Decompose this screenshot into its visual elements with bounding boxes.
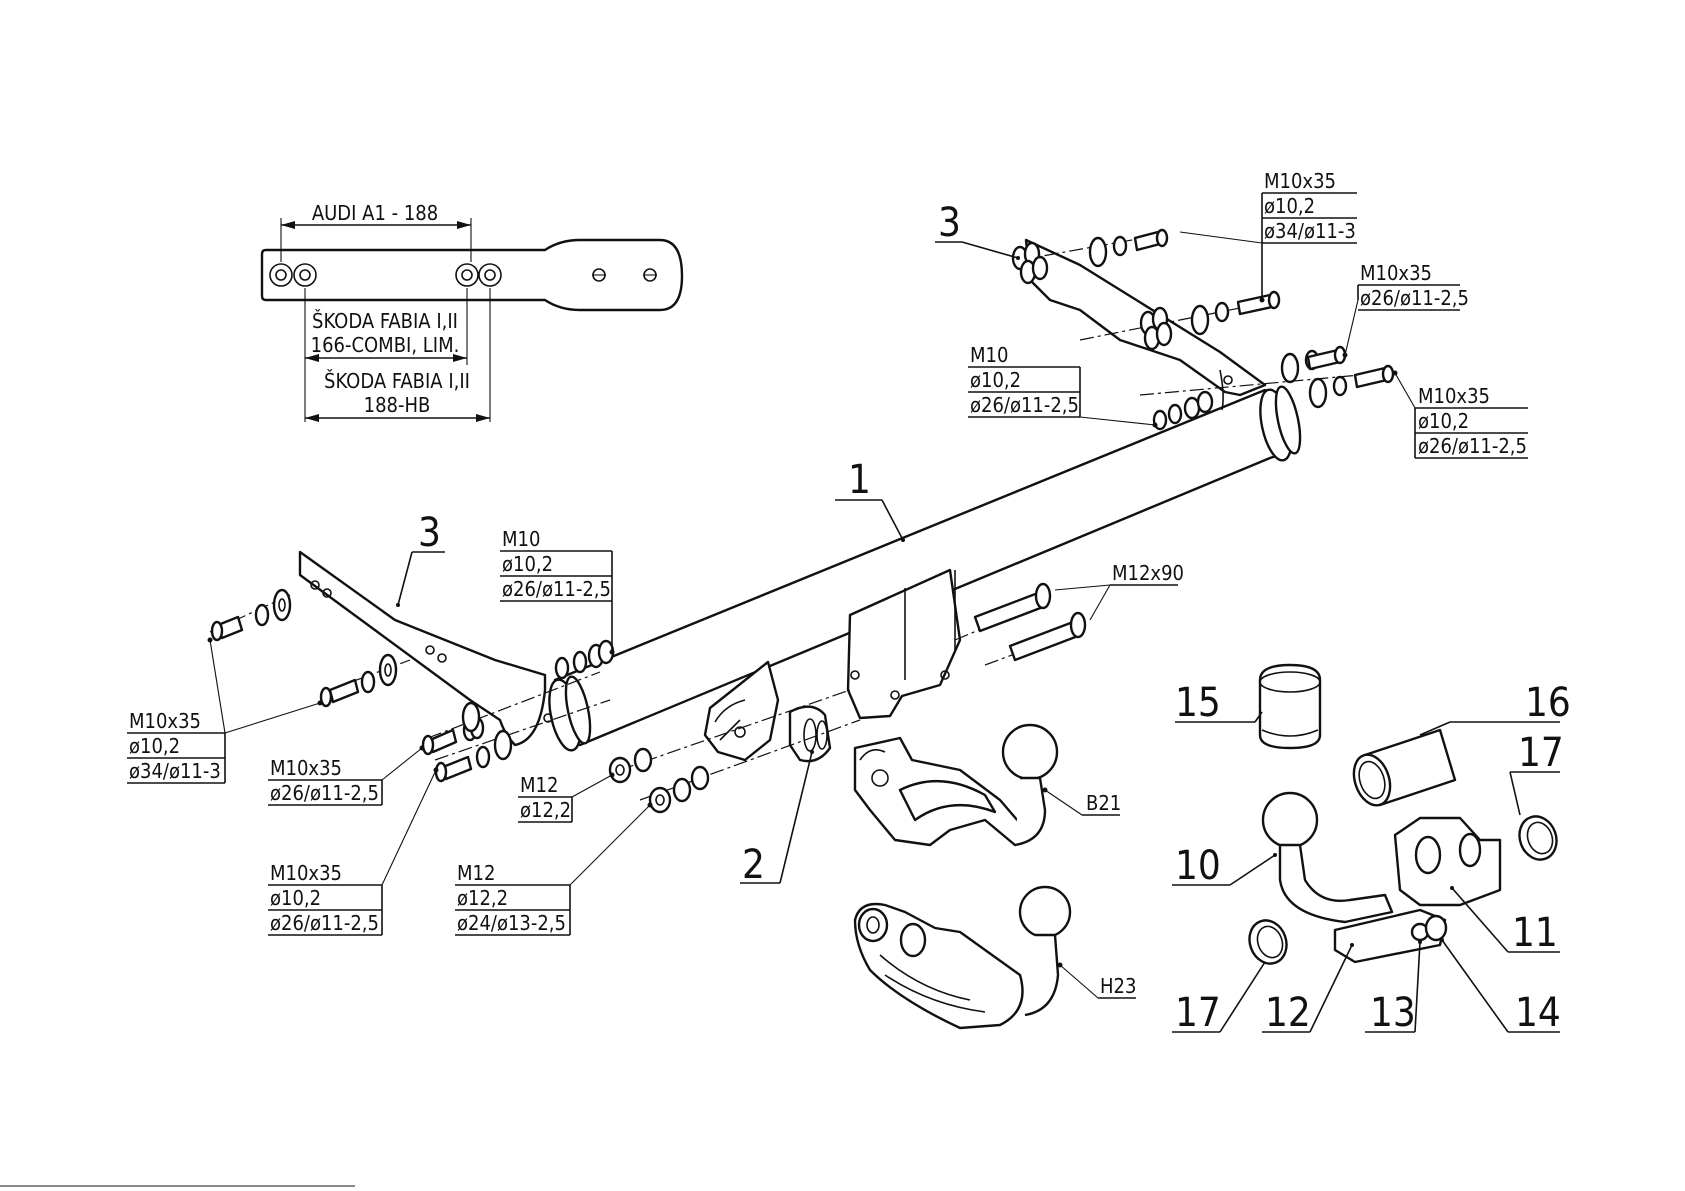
right-bolt-lower <box>1280 345 1395 409</box>
callout-far-right-line3: ø26/ø11-2,5 <box>1418 434 1527 458</box>
callout-m12-a: M12 ø12,2 <box>518 772 615 823</box>
inset-holes <box>269 263 657 287</box>
callout-m12x90-label: M12x90 <box>1112 561 1184 585</box>
m12-nuts <box>608 747 710 814</box>
callout-m12-b-line3: ø24/ø13-2,5 <box>457 911 566 935</box>
center-mount-bracket <box>846 568 962 720</box>
callout-far-right-line2: ø10,2 <box>1418 409 1469 433</box>
callout-top-right-line2: ø10,2 <box>1264 194 1315 218</box>
left-bolt-a <box>210 588 292 642</box>
callout-h23: H23 <box>1057 962 1136 999</box>
part-number-10: 10 <box>1175 843 1221 889</box>
callout-left-c-line3: ø26/ø11-2,5 <box>270 911 379 935</box>
plug-17-upper <box>1518 815 1558 861</box>
callout-left-c: M10x35 ø10,2 ø26/ø11-2,5 <box>268 767 439 936</box>
part-number-16: 16 <box>1525 680 1571 726</box>
plug-17-lower <box>1248 919 1288 965</box>
left-side-bracket <box>298 550 553 747</box>
part-number-14: 14 <box>1515 990 1561 1036</box>
callout-left-a: M10x35 ø10,2 ø34/ø11-3 <box>127 637 323 784</box>
callout-right-middle-line1: M10x35 <box>1360 261 1432 285</box>
callout-left-b: M10x35 ø26/ø11-2,5 <box>268 745 425 806</box>
callout-m12-b-line2: ø12,2 <box>457 886 508 910</box>
audi-dimension-label: AUDI A1 - 188 <box>312 201 438 225</box>
part-number-3-left: 3 <box>418 510 441 556</box>
part-number-17-upper: 17 <box>1518 730 1564 776</box>
callout-left-b-line2: ø26/ø11-2,5 <box>270 781 379 805</box>
part-number-1: 1 <box>848 457 871 503</box>
hb-label-line1: ŠKODA FABIA I,II <box>324 369 470 393</box>
callout-h23-label: H23 <box>1100 974 1136 998</box>
m12x90-bolts <box>973 582 1087 662</box>
callout-left-c-line2: ø10,2 <box>270 886 321 910</box>
callout-top-right-line3: ø34/ø11-3 <box>1264 219 1356 243</box>
part-number-11: 11 <box>1512 910 1558 956</box>
callout-m12-b-line1: M12 <box>457 861 495 885</box>
callout-m12x90: M12x90 <box>1054 561 1184 621</box>
callout-top-right-line1: M10x35 <box>1264 169 1336 193</box>
part-number-leaders: 1 2 3 3 15 16 17 10 11 <box>396 200 1571 1036</box>
right-bolt-upper <box>1139 290 1281 351</box>
part-number-3-right: 3 <box>938 200 961 246</box>
left-tube-nuts <box>554 639 615 680</box>
callout-m12-a-line2: ø12,2 <box>520 798 571 822</box>
callout-right-middle-line2: ø26/ø11-2,5 <box>1360 286 1469 310</box>
callout-left-m10-line1: M10 <box>502 527 540 551</box>
callout-b21: B21 <box>1042 787 1121 816</box>
callout-m12-b: M12 ø12,2 ø24/ø13-2,5 <box>455 802 653 936</box>
part-number-12: 12 <box>1265 990 1311 1036</box>
callout-left-a-line3: ø34/ø11-3 <box>129 759 221 783</box>
callout-left-m10: M10 ø10,2 ø26/ø11-2,5 <box>500 527 615 655</box>
callout-m12-a-line1: M12 <box>520 773 558 797</box>
callout-right-m10-line1: M10 <box>970 343 1008 367</box>
main-crossbar <box>548 385 1302 752</box>
callout-left-m10-line3: ø26/ø11-2,5 <box>502 577 611 601</box>
spec-callouts: M10x35 ø10,2 ø34/ø11-3 M10x35 ø26/ø11-2,… <box>127 169 1528 999</box>
right-bolt-top <box>1011 228 1169 285</box>
callout-right-m10-line3: ø26/ø11-2,5 <box>970 393 1079 417</box>
callout-left-m10-line2: ø10,2 <box>502 552 553 576</box>
part-number-2: 2 <box>742 842 765 888</box>
callout-far-right: M10x35 ø10,2 ø26/ø11-2,5 <box>1392 370 1528 459</box>
sleeve-16 <box>1352 728 1457 807</box>
callout-right-m10-line2: ø10,2 <box>970 368 1021 392</box>
callout-left-a-line2: ø10,2 <box>129 734 180 758</box>
ball-10 <box>1261 791 1319 849</box>
combi-label-line1: ŠKODA FABIA I,II <box>312 309 458 333</box>
callout-left-c-line1: M10x35 <box>270 861 342 885</box>
hb-label-line2: 188-HB <box>364 393 431 417</box>
tow-ball-b21 <box>853 723 1059 847</box>
callout-far-right-line1: M10x35 <box>1418 384 1490 408</box>
callout-right-middle: M10x35 ø26/ø11-2,5 <box>1342 261 1469 358</box>
left-bolt-b <box>319 653 398 708</box>
adapter-plate-inset: AUDI A1 - 188 ŠKODA FABIA I,II 166-COMBI… <box>260 201 684 422</box>
callout-left-a-line1: M10x35 <box>129 709 201 733</box>
part-number-15: 15 <box>1175 680 1221 726</box>
callout-top-right: M10x35 ø10,2 ø34/ø11-3 <box>1179 169 1357 303</box>
callout-b21-label: B21 <box>1086 791 1121 815</box>
detachable-ball-assembly <box>1261 791 1502 964</box>
part-number-17-lower: 17 <box>1175 990 1221 1036</box>
socket-plate <box>703 660 832 763</box>
combi-label-line2: 166-COMBI, LIM. <box>311 333 460 357</box>
callout-right-m10: M10 ø10,2 ø26/ø11-2,5 <box>968 343 1158 428</box>
cover-14 <box>1424 914 1448 942</box>
part-number-13: 13 <box>1370 990 1416 1036</box>
callout-left-b-line1: M10x35 <box>270 756 342 780</box>
receiver-11 <box>1393 816 1502 907</box>
ball-cover-15 <box>1258 663 1322 750</box>
left-bolt-c <box>421 701 485 756</box>
lever-12 <box>1333 908 1447 964</box>
tow-ball-h23 <box>853 885 1072 1030</box>
